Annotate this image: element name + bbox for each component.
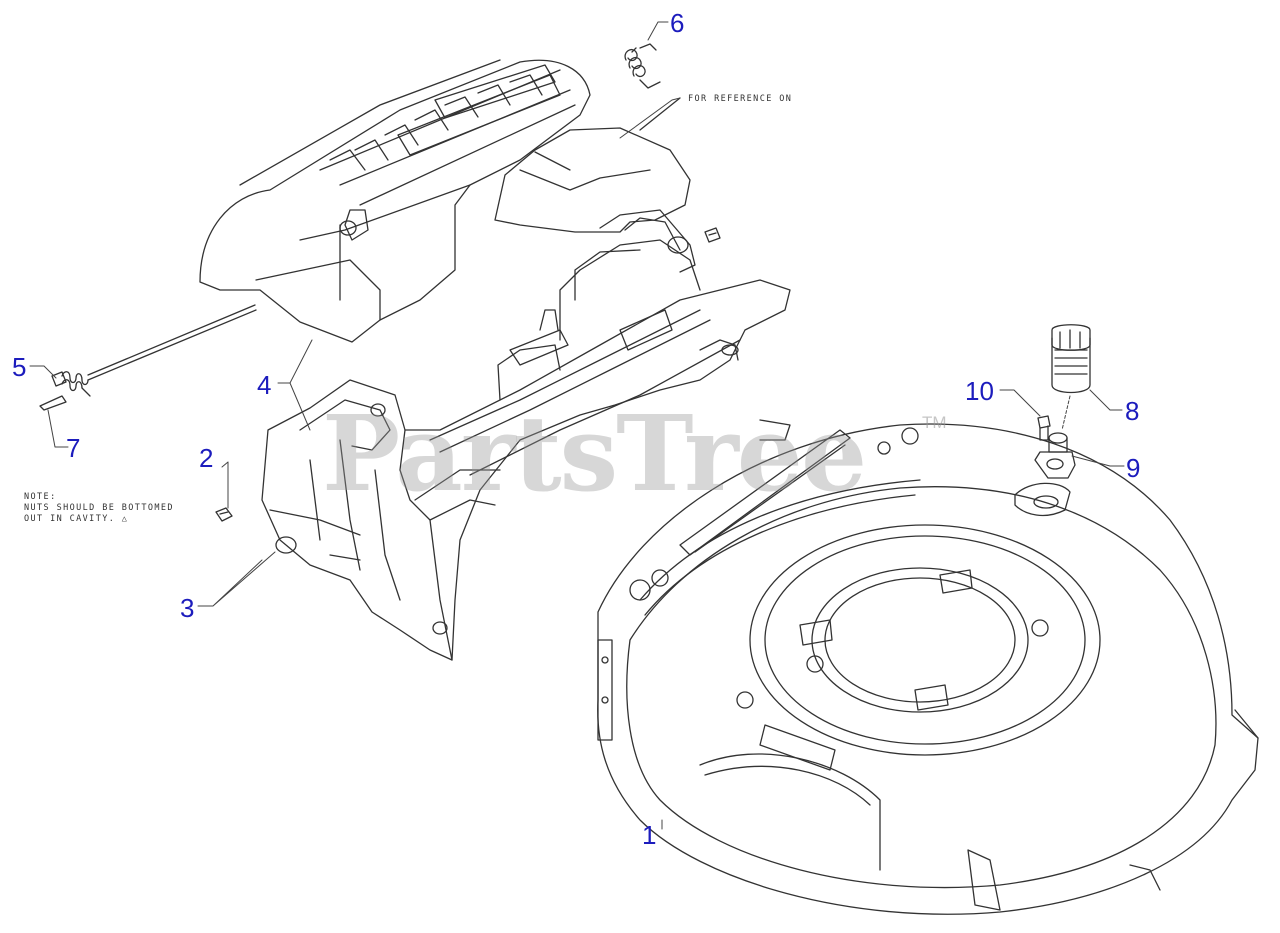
leader-8 [1089, 389, 1123, 411]
nuts-note-line-1: NOTE: [24, 492, 57, 502]
reference-note: FOR REFERENCE ON [688, 94, 793, 104]
leader-4 [277, 339, 313, 431]
leader-9 [1071, 455, 1125, 467]
rear-flap [199, 59, 591, 343]
callout-4[interactable]: 4 [257, 370, 272, 400]
rear-rod [87, 304, 257, 381]
leader-8-9 [1061, 395, 1071, 431]
small-nut [704, 227, 721, 243]
callout-2[interactable]: 2 [199, 443, 214, 473]
callout-7[interactable]: 7 [66, 433, 81, 463]
leader-6 [647, 21, 669, 41]
leader-reference [619, 97, 681, 139]
partstree-watermark: PartsTree [322, 392, 867, 515]
leader-10 [999, 389, 1041, 417]
spring-part-6 [624, 43, 661, 89]
callout-5[interactable]: 5 [12, 352, 27, 382]
leader-5 [29, 365, 57, 379]
deck-part-1 [597, 423, 1259, 915]
leader-3 [197, 551, 276, 607]
nut-part-2 [215, 507, 233, 522]
nuts-note-line-2: NUTS SHOULD BE BOTTOMED [24, 503, 174, 513]
callout-8[interactable]: 8 [1125, 396, 1140, 426]
knob-part-8 [1051, 324, 1091, 394]
leader-7 [47, 409, 69, 448]
pivot-part-9 [1034, 432, 1076, 479]
torsion-spring-part-5-7 [39, 371, 91, 411]
callout-9[interactable]: 9 [1126, 453, 1141, 483]
frame-part-4 [261, 239, 791, 661]
fastener-part-10 [1037, 415, 1051, 441]
callout-6[interactable]: 6 [670, 8, 685, 38]
callout-1[interactable]: 1 [642, 820, 657, 850]
callout-3[interactable]: 3 [180, 593, 195, 623]
trademark-symbol: TM [922, 413, 947, 432]
leader-2 [221, 461, 229, 509]
reference-shroud [494, 97, 696, 273]
leader-lines [29, 21, 1125, 830]
callout-10[interactable]: 10 [965, 376, 994, 406]
nuts-note-line-3: OUT IN CAVITY. △ [24, 514, 129, 524]
